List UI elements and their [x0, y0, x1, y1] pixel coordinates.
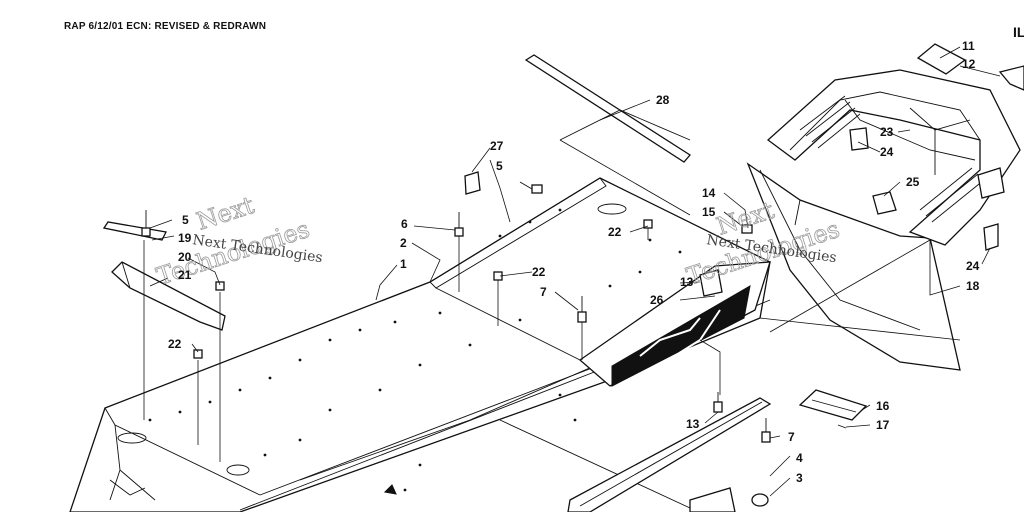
callout-25: 25	[906, 175, 920, 189]
callout-27: 27	[490, 139, 504, 153]
callout-19: 19	[178, 231, 192, 245]
callout-24b: 24	[966, 259, 980, 273]
illustration-code: IL	[1013, 24, 1024, 40]
callout-22b: 22	[532, 265, 546, 279]
revision-note: RAP 6/12/01 ECN: REVISED & REDRAWN	[64, 21, 267, 32]
cover-plate	[524, 54, 691, 163]
callout-6: 6	[401, 217, 408, 231]
rivet-pattern	[148, 208, 682, 492]
callout-labels: 1 2 3 4 5 5 6 7 7 11 12 13 13 14 15 16 1…	[168, 39, 980, 485]
callout-13a: 13	[680, 275, 694, 289]
rear-extension-plate	[578, 261, 771, 387]
callout-22c: 22	[608, 225, 622, 239]
callout-17: 17	[876, 418, 890, 432]
callout-7b: 7	[788, 430, 795, 444]
callout-24a: 24	[880, 145, 894, 159]
callout-13b: 13	[686, 417, 700, 431]
callout-28: 28	[656, 93, 670, 107]
leader-lines	[143, 46, 1001, 497]
callout-5b: 5	[496, 159, 503, 173]
side-rails	[567, 397, 772, 512]
callout-14: 14	[702, 186, 716, 200]
callout-20: 20	[178, 250, 192, 264]
callout-12: 12	[962, 57, 976, 71]
callout-26: 26	[650, 293, 664, 307]
rear-bumper	[766, 43, 1024, 246]
callout-22a: 22	[168, 337, 182, 351]
callout-23: 23	[880, 125, 894, 139]
callout-5a: 5	[182, 213, 189, 227]
callout-1: 1	[400, 257, 407, 271]
tread-pattern	[799, 95, 985, 223]
callout-15: 15	[702, 205, 716, 219]
rear-flap	[746, 162, 961, 371]
reflector	[798, 389, 868, 421]
callout-11: 11	[962, 39, 975, 53]
callout-3: 3	[796, 471, 803, 485]
callout-21: 21	[178, 268, 192, 282]
callout-4: 4	[796, 451, 803, 465]
callout-2: 2	[400, 236, 407, 250]
callout-16: 16	[876, 399, 890, 413]
callout-18: 18	[966, 279, 980, 293]
watermark-outline-1: Next	[193, 191, 258, 236]
callout-7a: 7	[540, 285, 547, 299]
